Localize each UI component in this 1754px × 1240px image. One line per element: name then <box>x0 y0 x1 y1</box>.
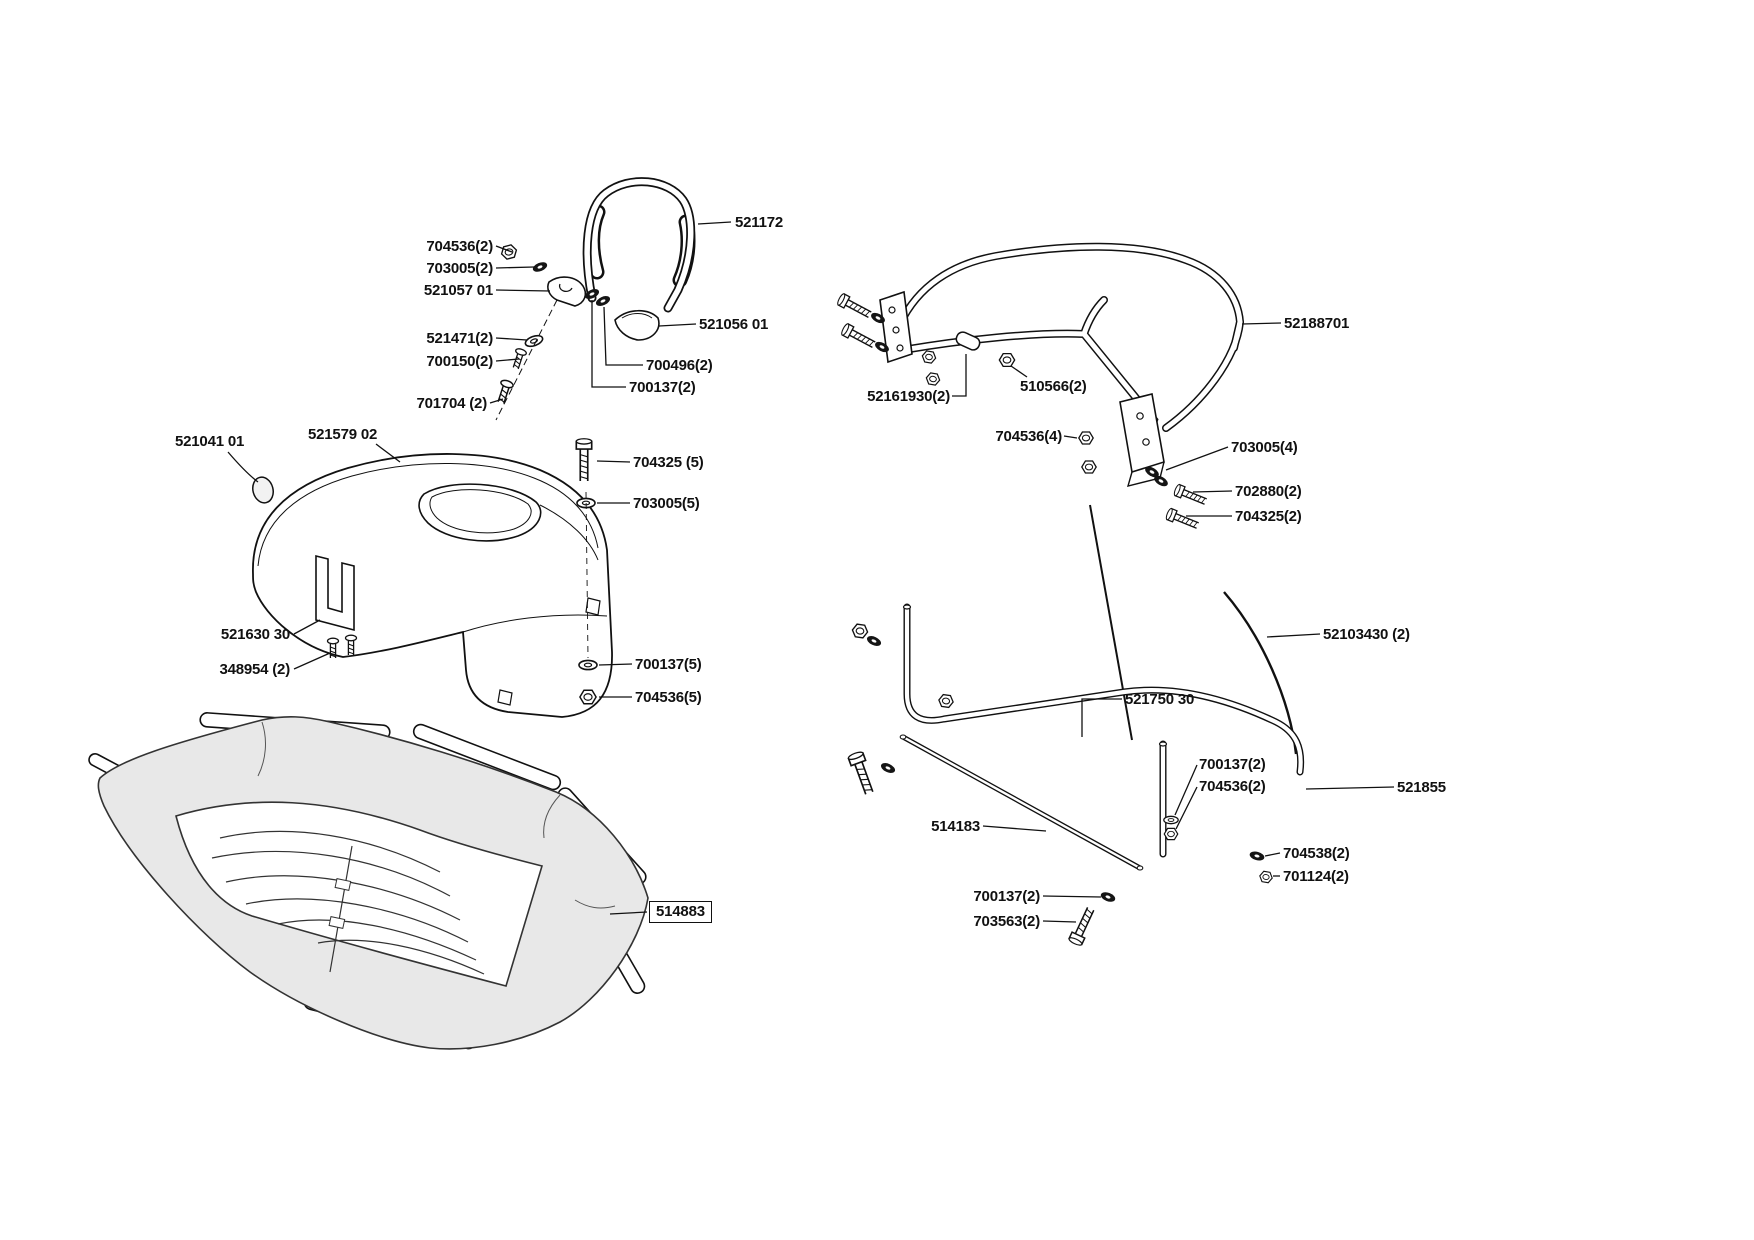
part-label-701704-2: 701704 (2) <box>416 395 487 412</box>
part-label-700137-2-bottom: 700137(2) <box>973 888 1040 905</box>
leader-lines <box>227 221 1395 923</box>
part-label-704536-4: 704536(4) <box>995 428 1062 445</box>
part-label-701124-2: 701124(2) <box>1283 868 1349 885</box>
spacer-pin <box>955 331 981 351</box>
bolt-icon <box>575 437 593 482</box>
part-label-521855: 521855 <box>1397 779 1446 796</box>
washer-icon <box>1248 850 1266 862</box>
part-label-704538-2: 704538(2) <box>1283 845 1350 862</box>
upper-frame-drawing <box>835 242 1245 532</box>
part-label-703005-2: 703005(2) <box>426 260 493 277</box>
part-label-704325-5: 704325 (5) <box>633 454 704 471</box>
nut-icon <box>1258 870 1274 884</box>
nut-icon <box>1081 460 1097 474</box>
washer-icon <box>523 332 545 350</box>
part-label-514883: 514883 <box>649 901 712 923</box>
washer-icon <box>531 260 549 274</box>
part-label-521579-02: 521579 02 <box>308 426 378 443</box>
bolt-icon <box>1067 905 1098 948</box>
nut-icon <box>924 371 942 387</box>
nut-icon <box>1078 431 1094 445</box>
part-label-521750-30: 521750 30 <box>1125 691 1195 708</box>
washer-icon <box>879 761 897 775</box>
nut-icon <box>998 352 1016 368</box>
part-label-703005-4: 703005(4) <box>1231 439 1298 456</box>
washer-icon <box>865 634 883 648</box>
washer-icon <box>594 294 612 308</box>
part-label-521471-2: 521471(2) <box>426 330 493 347</box>
part-label-521630-30: 521630 30 <box>220 626 290 643</box>
part-label-704536-2-post: 704536(2) <box>1199 778 1266 795</box>
nut-icon <box>1163 827 1179 841</box>
part-label-704536-2: 704536(2) <box>426 238 493 255</box>
cap-part <box>252 476 274 504</box>
washer-icon <box>1099 890 1117 904</box>
bolt-icon <box>1172 483 1209 508</box>
bolt-icon <box>835 292 874 321</box>
part-label-700496-2: 700496(2) <box>646 357 713 374</box>
part-label-700137-5: 700137(5) <box>635 656 702 673</box>
nut-icon <box>579 689 597 705</box>
bracket-part <box>315 554 355 632</box>
handle-fin-part <box>614 309 660 341</box>
support-rod <box>1089 504 1133 741</box>
part-label-514183: 514183 <box>931 818 980 835</box>
part-label-52188701: 52188701 <box>1284 315 1350 332</box>
handle-assembly-drawing <box>494 177 696 421</box>
part-label-700150-2: 700150(2) <box>426 353 493 370</box>
bolt-icon <box>839 322 878 351</box>
lower-frame-drawing <box>846 504 1305 948</box>
part-label-521172: 521172 <box>735 214 784 231</box>
bolt-icon <box>846 749 878 797</box>
washer-icon <box>578 659 598 671</box>
part-label-704536-5: 704536(5) <box>635 689 702 706</box>
bolt-icon <box>1164 507 1201 532</box>
part-label-702880-2: 702880(2) <box>1235 483 1302 500</box>
part-label-52161930-2: 52161930(2) <box>867 388 950 405</box>
part-label-700137-2-post: 700137(2) <box>1199 756 1266 773</box>
nut-icon <box>850 622 870 640</box>
nut-icon <box>937 693 955 709</box>
part-label-510566-2: 510566(2) <box>1020 378 1087 395</box>
nut-icon <box>920 349 938 365</box>
part-label-703005-5: 703005(5) <box>633 495 700 512</box>
bag-bottom-drawing <box>88 712 649 1050</box>
part-label-348954-2: 348954 (2) <box>219 661 290 678</box>
rail-tube <box>412 723 562 791</box>
hood-drawing <box>252 437 613 718</box>
part-label-521056-01: 521056 01 <box>699 316 769 333</box>
part-label-703563-2: 703563(2) <box>973 913 1040 930</box>
mount-plate <box>1119 393 1165 474</box>
molded-tray <box>175 801 544 987</box>
part-label-704325-2: 704325(2) <box>1235 508 1302 525</box>
part-label-52103430-2: 52103430 (2) <box>1323 626 1410 643</box>
washer-icon <box>1163 815 1179 825</box>
part-label-521041-01: 521041 01 <box>175 433 245 450</box>
part-label-700137-2-handle: 700137(2) <box>629 379 696 396</box>
nut-icon <box>499 243 519 261</box>
part-label-521057-01: 521057 01 <box>423 282 493 299</box>
